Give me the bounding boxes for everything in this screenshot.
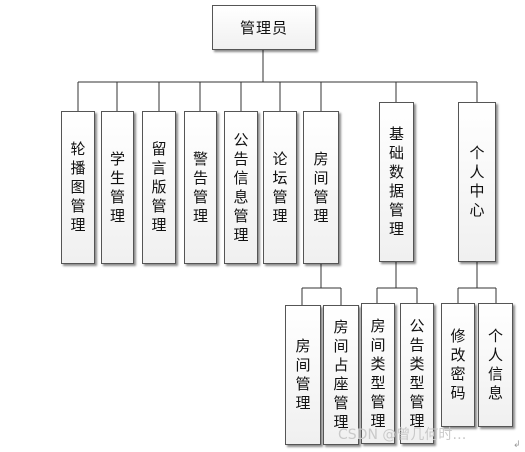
- node-room-seat-management: 房间占座管理: [323, 305, 359, 445]
- node-forum-management: 论坛管理: [263, 111, 297, 264]
- node-label: 留言版管理: [151, 140, 167, 234]
- node-notice-management: 公告信息管理: [224, 111, 258, 264]
- node-carousel-management: 轮播图管理: [61, 111, 95, 264]
- node-label: 房间占座管理: [333, 318, 349, 431]
- node-label: 房间管理: [313, 149, 329, 225]
- node-room-type-management: 房间类型管理: [361, 303, 395, 444]
- node-label: 修改密码: [450, 327, 466, 402]
- node-label: 个人中心: [469, 144, 485, 219]
- root-node-label: 管理员: [239, 19, 288, 37]
- node-label: 轮播图管理: [70, 140, 86, 234]
- root-node-admin: 管理员: [212, 5, 316, 50]
- node-label: 论坛管理: [272, 149, 288, 225]
- paragraph-return-mark: ↲: [513, 440, 521, 450]
- node-label: 警告管理: [192, 149, 208, 225]
- node-student-management: 学生管理: [101, 111, 134, 264]
- node-guestbook-management: 留言版管理: [142, 111, 176, 264]
- node-room-sub-management: 房间管理: [285, 305, 321, 445]
- node-change-password: 修改密码: [441, 303, 475, 427]
- node-label: 房间类型管理: [370, 316, 386, 430]
- node-label: 基础数据管理: [388, 125, 404, 238]
- csdn-watermark: CSDN @曾几何时…: [338, 427, 467, 443]
- node-notice-type-management: 公告类型管理: [400, 303, 434, 444]
- node-label: 公告类型管理: [409, 316, 425, 430]
- node-label: 学生管理: [109, 149, 125, 225]
- node-personal-center: 个人中心: [458, 102, 496, 262]
- node-label: 个人信息: [487, 327, 503, 402]
- node-basic-data-management: 基础数据管理: [379, 102, 414, 262]
- node-room-management: 房间管理: [303, 111, 339, 264]
- node-label: 公告信息管理: [233, 130, 249, 244]
- node-label: 房间管理: [295, 337, 311, 412]
- node-personal-info: 个人信息: [478, 303, 513, 427]
- node-alert-management: 警告管理: [184, 111, 217, 264]
